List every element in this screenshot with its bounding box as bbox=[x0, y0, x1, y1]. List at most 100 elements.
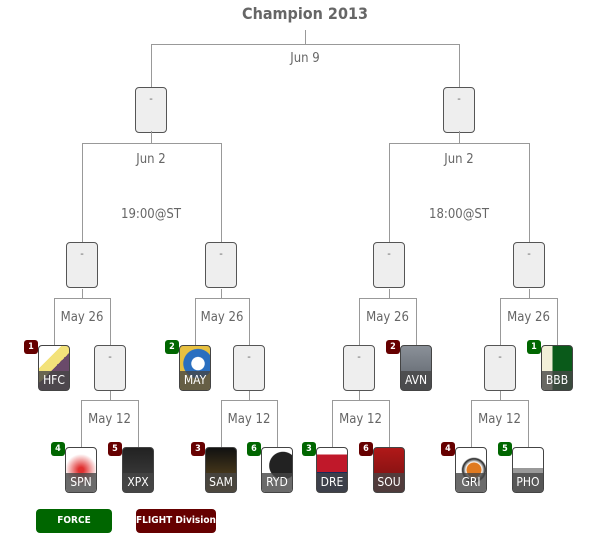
team-name: GRI bbox=[456, 473, 486, 492]
connector-line bbox=[459, 131, 460, 143]
seed-badge: 6 bbox=[359, 442, 373, 456]
connector-line bbox=[389, 289, 390, 298]
connector-line bbox=[528, 400, 529, 447]
team-name: SPN bbox=[66, 473, 96, 492]
team-card[interactable]: BBB bbox=[541, 345, 573, 391]
connector-line bbox=[471, 400, 529, 401]
team-card[interactable]: AVN bbox=[400, 345, 432, 391]
team-name: SAM bbox=[206, 473, 236, 492]
team-name: DRE bbox=[317, 473, 347, 492]
team-card[interactable]: MAY bbox=[179, 345, 211, 391]
connector-line bbox=[332, 400, 390, 401]
connector-line bbox=[138, 400, 139, 447]
connector-line bbox=[305, 30, 306, 44]
team-card[interactable]: HFC bbox=[38, 345, 70, 391]
match-slot[interactable]: - bbox=[66, 242, 98, 288]
team-card[interactable]: PHO bbox=[512, 447, 544, 493]
connector-line bbox=[359, 298, 417, 299]
team-name: SOU bbox=[374, 473, 404, 492]
match-slot[interactable]: - bbox=[233, 345, 265, 391]
semi-time: 18:00@ST bbox=[429, 207, 489, 222]
team-card[interactable]: DRE bbox=[316, 447, 348, 493]
connector-line bbox=[195, 298, 196, 345]
team-name: PHO bbox=[513, 473, 543, 492]
match-slot[interactable]: - bbox=[205, 242, 237, 288]
match-slot[interactable]: - bbox=[484, 345, 516, 391]
connector-line bbox=[416, 298, 417, 345]
quarter-date: May 26 bbox=[200, 310, 244, 325]
connector-line bbox=[389, 143, 530, 144]
final-date: Jun 9 bbox=[290, 51, 320, 66]
semi-time: 19:00@ST bbox=[121, 207, 181, 222]
team-name: RYD bbox=[262, 473, 292, 492]
match-slot[interactable]: - bbox=[373, 242, 405, 288]
force-division-legend[interactable]: FORCE Division bbox=[36, 509, 112, 550]
match-slot[interactable]: - bbox=[94, 345, 126, 391]
quarter-date: May 26 bbox=[60, 310, 104, 325]
team-card[interactable]: XPX bbox=[122, 447, 154, 493]
match-slot[interactable]: - bbox=[135, 87, 167, 133]
connector-line bbox=[389, 143, 390, 242]
match-slot[interactable]: - bbox=[443, 87, 475, 133]
team-name: BBB bbox=[542, 371, 572, 390]
team-card[interactable]: SAM bbox=[205, 447, 237, 493]
connector-line bbox=[389, 400, 390, 447]
connector-line bbox=[459, 44, 460, 87]
connector-line bbox=[110, 298, 111, 345]
connector-line bbox=[54, 298, 55, 345]
connector-line bbox=[82, 289, 83, 298]
connector-line bbox=[151, 44, 152, 87]
seed-badge: 3 bbox=[302, 442, 316, 456]
seed-badge: 4 bbox=[441, 442, 455, 456]
seed-badge: 2 bbox=[386, 340, 400, 354]
connector-line bbox=[151, 44, 460, 45]
seed-badge: 2 bbox=[165, 340, 179, 354]
team-card[interactable]: RYD bbox=[261, 447, 293, 493]
connector-line bbox=[471, 400, 472, 447]
connector-line bbox=[221, 289, 222, 298]
connector-line bbox=[221, 143, 222, 242]
connector-line bbox=[54, 298, 111, 299]
seed-badge: 5 bbox=[108, 442, 122, 456]
connector-line bbox=[195, 298, 250, 299]
connector-line bbox=[82, 143, 222, 144]
quarter-date: May 26 bbox=[366, 310, 409, 325]
connector-line bbox=[221, 400, 222, 447]
seed-badge: 1 bbox=[527, 340, 541, 354]
team-card[interactable]: GRI bbox=[455, 447, 487, 493]
team-card[interactable]: SOU bbox=[373, 447, 405, 493]
team-card[interactable]: SPN bbox=[65, 447, 97, 493]
flight-division-legend[interactable]: FLIGHT Division bbox=[136, 509, 216, 533]
seed-badge: 3 bbox=[191, 442, 205, 456]
connector-line bbox=[500, 298, 558, 299]
quarter-date: May 26 bbox=[507, 310, 550, 325]
round1-date: May 12 bbox=[339, 412, 382, 427]
connector-line bbox=[110, 391, 111, 400]
semi-date: Jun 2 bbox=[444, 152, 474, 167]
connector-line bbox=[359, 298, 360, 345]
connector-line bbox=[82, 143, 83, 242]
round1-date: May 12 bbox=[478, 412, 521, 427]
connector-line bbox=[359, 391, 360, 400]
seed-badge: 6 bbox=[247, 442, 261, 456]
connector-line bbox=[332, 400, 333, 447]
semi-date: Jun 2 bbox=[136, 152, 166, 167]
round1-date: May 12 bbox=[227, 412, 271, 427]
connector-line bbox=[277, 400, 278, 447]
connector-line bbox=[249, 391, 250, 400]
connector-line bbox=[81, 400, 139, 401]
team-name: AVN bbox=[401, 371, 431, 390]
connector-line bbox=[500, 298, 501, 345]
connector-line bbox=[221, 400, 278, 401]
match-slot[interactable]: - bbox=[513, 242, 545, 288]
connector-line bbox=[529, 289, 530, 298]
connector-line bbox=[81, 400, 82, 447]
connector-line bbox=[151, 131, 152, 143]
seed-badge: 4 bbox=[51, 442, 65, 456]
team-name: XPX bbox=[123, 473, 153, 492]
match-slot[interactable]: - bbox=[343, 345, 375, 391]
seed-badge: 5 bbox=[498, 442, 512, 456]
connector-line bbox=[529, 143, 530, 242]
round1-date: May 12 bbox=[88, 412, 131, 427]
seed-badge: 1 bbox=[24, 340, 38, 354]
